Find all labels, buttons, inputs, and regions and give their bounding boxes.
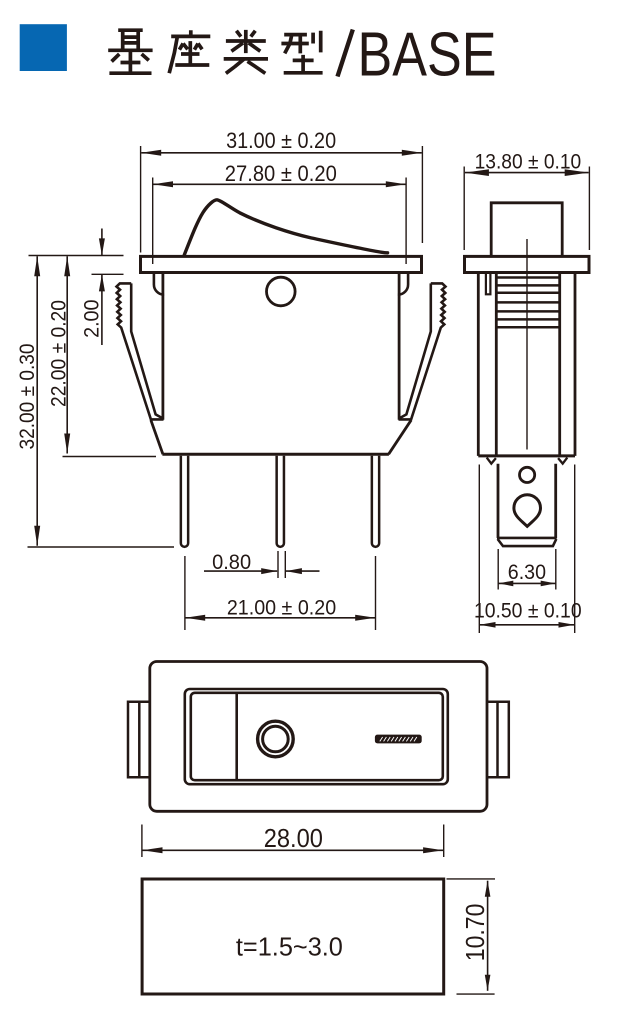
svg-text:t=1.5~3.0: t=1.5~3.0 bbox=[236, 933, 343, 961]
svg-text:13.80 ± 0.10: 13.80 ± 0.10 bbox=[475, 151, 582, 174]
svg-text:31.00 ± 0.20: 31.00 ± 0.20 bbox=[226, 128, 336, 153]
svg-text:21.00 ± 0.20: 21.00 ± 0.20 bbox=[227, 595, 336, 619]
svg-text:2.00: 2.00 bbox=[79, 299, 103, 338]
svg-text:10.50 ± 0.10: 10.50 ± 0.10 bbox=[474, 598, 582, 622]
svg-text:28.00: 28.00 bbox=[264, 825, 323, 853]
svg-text:10.70: 10.70 bbox=[460, 904, 490, 962]
svg-text:BASE: BASE bbox=[358, 20, 497, 90]
svg-text:0.80: 0.80 bbox=[212, 551, 251, 574]
svg-text:22.00 ± 0.20: 22.00 ± 0.20 bbox=[47, 300, 71, 407]
svg-text:6.30: 6.30 bbox=[508, 560, 546, 584]
svg-text:27.80 ± 0.20: 27.80 ± 0.20 bbox=[225, 161, 337, 186]
svg-text:32.00 ± 0.30: 32.00 ± 0.30 bbox=[16, 344, 39, 450]
